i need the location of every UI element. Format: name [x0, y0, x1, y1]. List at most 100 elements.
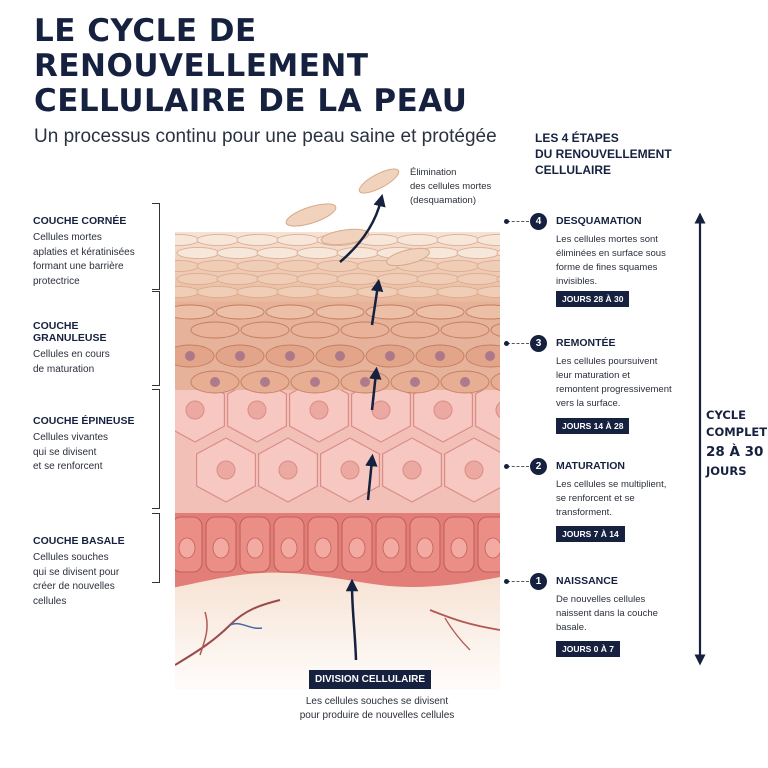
- step-desc: Les cellules poursuivent leur maturation…: [556, 355, 680, 411]
- cell-nucleus: [340, 460, 360, 480]
- layer-desc-line: créer de nouvelles: [33, 581, 115, 592]
- cycle-line: CYCLE: [706, 408, 746, 422]
- corneocyte-cell: [176, 247, 220, 259]
- step-desc: Les cellules mortes sont éliminées en su…: [556, 233, 680, 289]
- corneocyte-cell: [476, 260, 500, 272]
- layer-label-spinous: COUCHE ÉPINEUSE Cellules vivantes qui se…: [33, 415, 153, 475]
- step-desc-line: leur maturation et: [556, 370, 630, 381]
- layer-bracket: [152, 389, 160, 509]
- layer-desc-line: Cellules souches: [33, 552, 109, 563]
- layer-desc: Cellules souches qui se divisent pour cr…: [33, 551, 153, 609]
- layer-desc: Cellules vivantes qui se divisent et se …: [33, 431, 153, 475]
- step-desc-line: remontent progressivement: [556, 384, 672, 395]
- step-desc-line: De nouvelles cellules: [556, 594, 646, 605]
- cell-nucleus: [235, 351, 245, 361]
- layer-desc-line: Cellules en cours: [33, 349, 110, 360]
- cell-nucleus: [385, 351, 395, 361]
- cell-nucleus: [510, 377, 520, 387]
- granular-cell: [415, 304, 465, 320]
- cell-nucleus: [216, 460, 236, 480]
- layer-desc-line: aplaties et kératinisées: [33, 246, 135, 258]
- corneocyte-cell: [296, 273, 340, 285]
- cell-nucleus: [185, 351, 195, 361]
- layer-title: COUCHE BASALE: [33, 535, 125, 547]
- step-title: DESQUAMATION: [556, 215, 642, 227]
- step-desc-line: vers la surface.: [556, 398, 621, 409]
- corneocyte-cell: [236, 260, 280, 272]
- granular-cells: [175, 304, 520, 394]
- dead-cell-flake: [285, 203, 337, 227]
- steps-heading-line: LES 4 ÉTAPES: [535, 131, 619, 145]
- layer-label-granular: COUCHE GRANULEUSE Cellules en cours de m…: [33, 320, 153, 377]
- cell-nucleus: [178, 537, 196, 559]
- title-line: CELLULAIRE DE LA PEAU: [34, 83, 468, 119]
- step-desc-line: se renforcent et se: [556, 493, 635, 504]
- cell-nucleus: [246, 537, 264, 559]
- step-title: REMONTÉE: [556, 337, 616, 349]
- division-desc: Les cellules souches se divisent pour pr…: [292, 695, 462, 723]
- granular-cell: [190, 321, 240, 339]
- layer-bracket: [152, 291, 160, 386]
- cell-nucleus: [382, 537, 400, 559]
- steps-heading-line: CELLULAIRE: [535, 163, 611, 177]
- steps-heading: LES 4 ÉTAPES DU RENOUVELLEMENT CELLULAIR…: [535, 130, 672, 178]
- layer-desc-line: qui se divisent pour: [33, 566, 120, 578]
- cell-nucleus: [212, 537, 230, 559]
- corneocyte-cell: [316, 260, 360, 272]
- layer-bracket: [152, 203, 160, 290]
- layer-bracket: [152, 513, 160, 583]
- step-days-badge: JOURS 14 À 28: [556, 418, 630, 434]
- layer-desc-line: formant une barrière: [33, 261, 124, 272]
- cell-nucleus: [260, 377, 270, 387]
- page-title: LE CYCLE DE RENOUVELLEMENT CELLULAIRE DE…: [34, 14, 467, 119]
- step-desc-line: invisibles.: [556, 276, 598, 287]
- corneocyte-cell: [276, 260, 320, 272]
- division-arrow: [345, 578, 359, 661]
- division-desc-line: pour produire de nouvelles cellules: [299, 710, 455, 721]
- step-desc-line: transforment.: [556, 507, 612, 518]
- corneocyte-cell: [476, 234, 500, 246]
- step-connector: [504, 463, 529, 469]
- cell-nucleus: [371, 400, 391, 420]
- granular-cell: [465, 304, 500, 320]
- cycle-line: COMPLET: [706, 425, 768, 439]
- granular-cell: [340, 321, 390, 339]
- corneocyte-cell: [216, 273, 260, 285]
- cell-nucleus: [402, 460, 422, 480]
- cell-nucleus: [285, 351, 295, 361]
- corneocyte-cell: [436, 260, 480, 272]
- granular-cell: [440, 321, 490, 339]
- dead-cell-flake: [386, 247, 430, 267]
- cell-nucleus: [433, 400, 453, 420]
- layer-desc: Cellules en cours de maturation: [33, 348, 153, 377]
- division-desc-line: Les cellules souches se divisent: [305, 696, 449, 707]
- cell-nucleus: [410, 377, 420, 387]
- cell-nucleus: [310, 377, 320, 387]
- corneocyte-cell: [276, 286, 320, 298]
- cell-nucleus: [484, 537, 500, 559]
- cell-nucleus: [210, 377, 220, 387]
- corneocyte-cell: [216, 247, 260, 259]
- corneocyte-cell: [296, 247, 340, 259]
- step-desc-line: éliminées en surface sous: [556, 248, 666, 259]
- corneocyte-cell: [196, 234, 240, 246]
- granular-cell: [240, 321, 290, 339]
- cycle-line: JOURS: [706, 464, 747, 478]
- corneocyte-cell: [256, 247, 300, 259]
- corneocyte-cell: [316, 286, 360, 298]
- step-desc-line: Les cellules se multiplient,: [556, 479, 667, 490]
- cell-nucleus: [247, 400, 267, 420]
- corneocyte-cell: [416, 273, 460, 285]
- layer-title: COUCHE CORNÉE: [33, 215, 127, 227]
- cycle-line: 28 À 30: [706, 444, 764, 460]
- step-desc-line: Les cellules poursuivent: [556, 356, 658, 367]
- granular-cell: [265, 304, 315, 320]
- corneocyte-cell: [336, 247, 380, 259]
- upward-arrow: [365, 453, 378, 501]
- step-number: 2: [530, 458, 547, 475]
- cell-nucleus: [278, 460, 298, 480]
- upward-arrow: [370, 278, 384, 326]
- blood-vessel: [229, 622, 263, 629]
- corneocyte-cell: [436, 234, 480, 246]
- cell-nucleus: [450, 537, 468, 559]
